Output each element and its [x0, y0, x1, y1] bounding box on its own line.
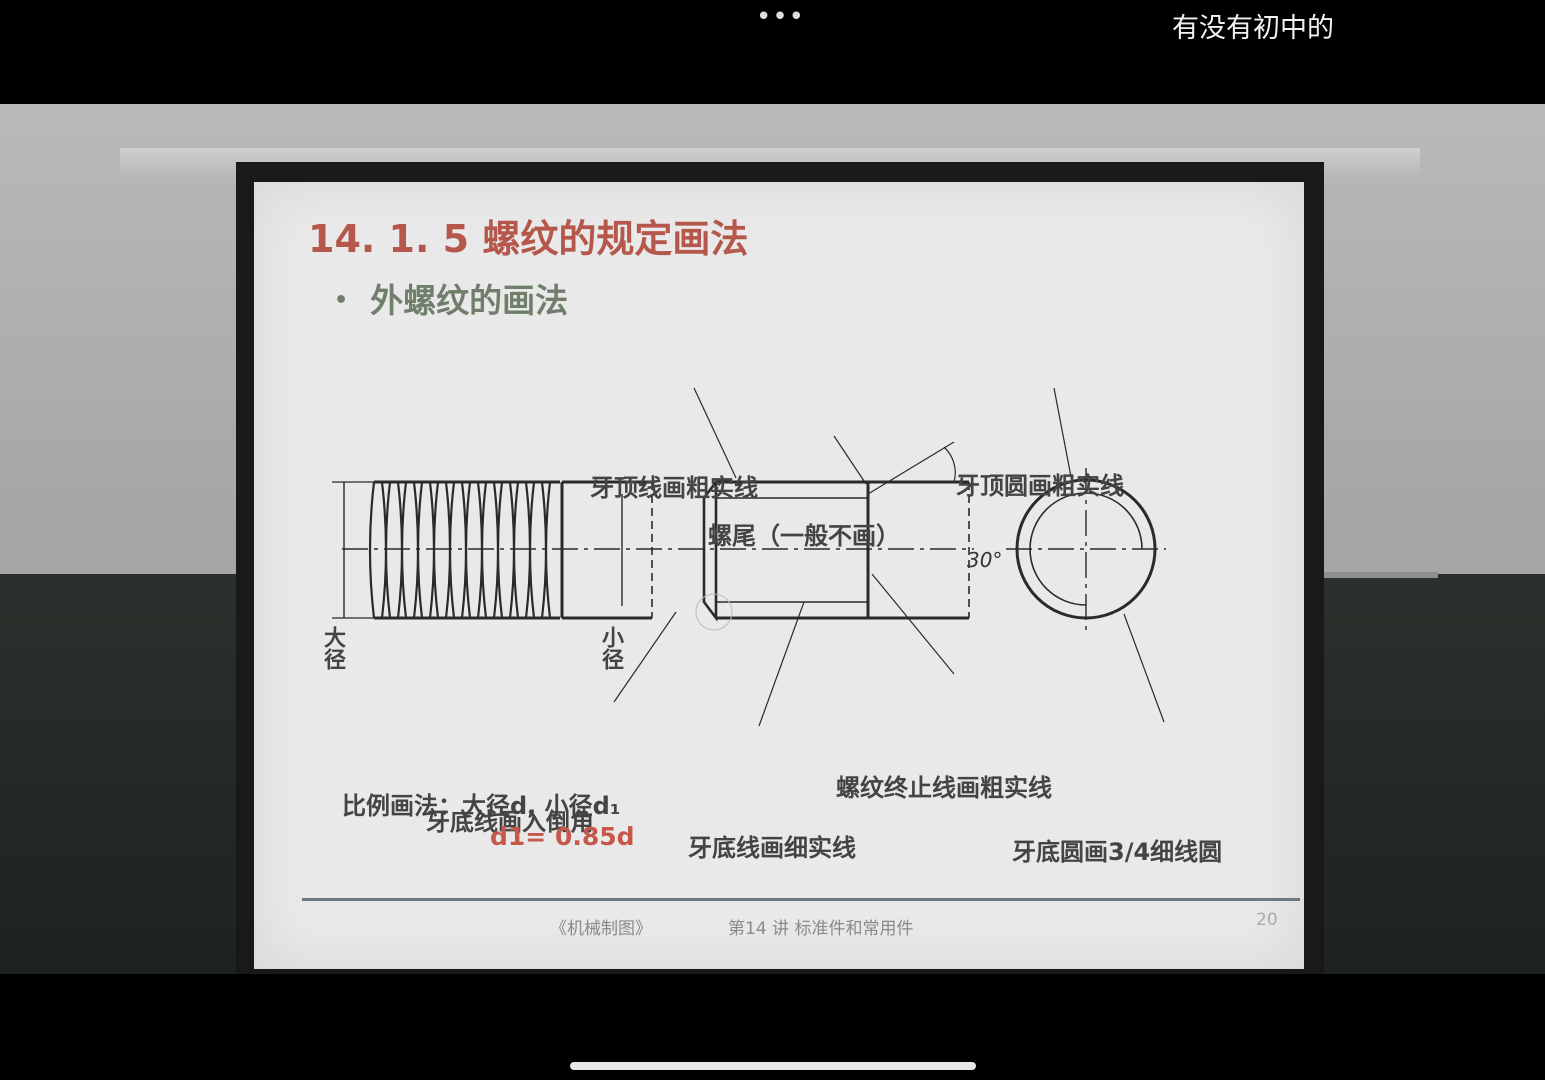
label-angle: 30°	[967, 548, 1003, 572]
section-outline	[560, 480, 652, 620]
label-thread-tail: 螺尾（一般不画）	[708, 522, 900, 550]
crest-circle	[1015, 478, 1157, 620]
label-minor-diameter: 小径	[598, 626, 623, 670]
slide-page-number: 20	[1256, 910, 1278, 930]
external-thread-drawing	[332, 387, 1166, 727]
thread-profile	[368, 481, 552, 619]
slide-title: 14. 1. 5 螺纹的规定画法	[308, 217, 749, 261]
video-frame[interactable]: 14. 1. 5 螺纹的规定画法 • 外螺纹的画法	[0, 104, 1545, 974]
crest-lines	[716, 480, 969, 620]
blackboard-right	[1318, 574, 1545, 974]
danmaku-comment: 有没有初中的	[1172, 13, 1334, 44]
home-indicator[interactable]	[570, 1062, 976, 1070]
blackboard-left	[0, 574, 245, 974]
label-termination-line: 螺纹终止线画粗实线	[836, 774, 1052, 802]
label-root-chamfer: 牙底线画入倒角	[426, 808, 594, 836]
thread-tail-line	[867, 441, 955, 495]
formula-ratio: 比例画法：大径d, 小径d₁	[342, 792, 621, 820]
chamfer	[702, 478, 718, 622]
projected-slide: 14. 1. 5 螺纹的规定画法 • 外螺纹的画法	[254, 182, 1304, 969]
cursor-highlight	[695, 593, 733, 631]
footer-book-title: 《机械制图》	[550, 919, 652, 939]
footer-divider	[302, 898, 1300, 901]
blackboard-frame	[1318, 572, 1438, 974]
formula-minor-diameter: d1= 0.85d	[490, 822, 635, 851]
root-circle-three-quarter	[1029, 492, 1143, 606]
label-crest-circle: 牙顶圆画粗实线	[956, 472, 1124, 500]
label-crest-line: 牙顶线画粗实线	[590, 474, 758, 502]
leader-lines	[613, 387, 1165, 727]
more-options-icon[interactable]: •••	[756, 2, 806, 32]
bullet-text: 外螺纹的画法	[370, 281, 569, 320]
slide-bullet: • 外螺纹的画法	[334, 274, 568, 322]
video-top-bar: ••• 有没有初中的	[0, 0, 1545, 104]
root-lines	[716, 497, 868, 603]
label-root-circle: 牙底圆画3/4细线圆	[1012, 838, 1223, 866]
bullet-dot-icon: •	[334, 288, 349, 313]
footer-lecture: 第14 讲 标准件和常用件	[728, 919, 914, 939]
angle-arc	[943, 446, 956, 483]
label-major-diameter: 大径	[320, 626, 345, 670]
label-root-line: 牙底线画细实线	[688, 834, 856, 862]
